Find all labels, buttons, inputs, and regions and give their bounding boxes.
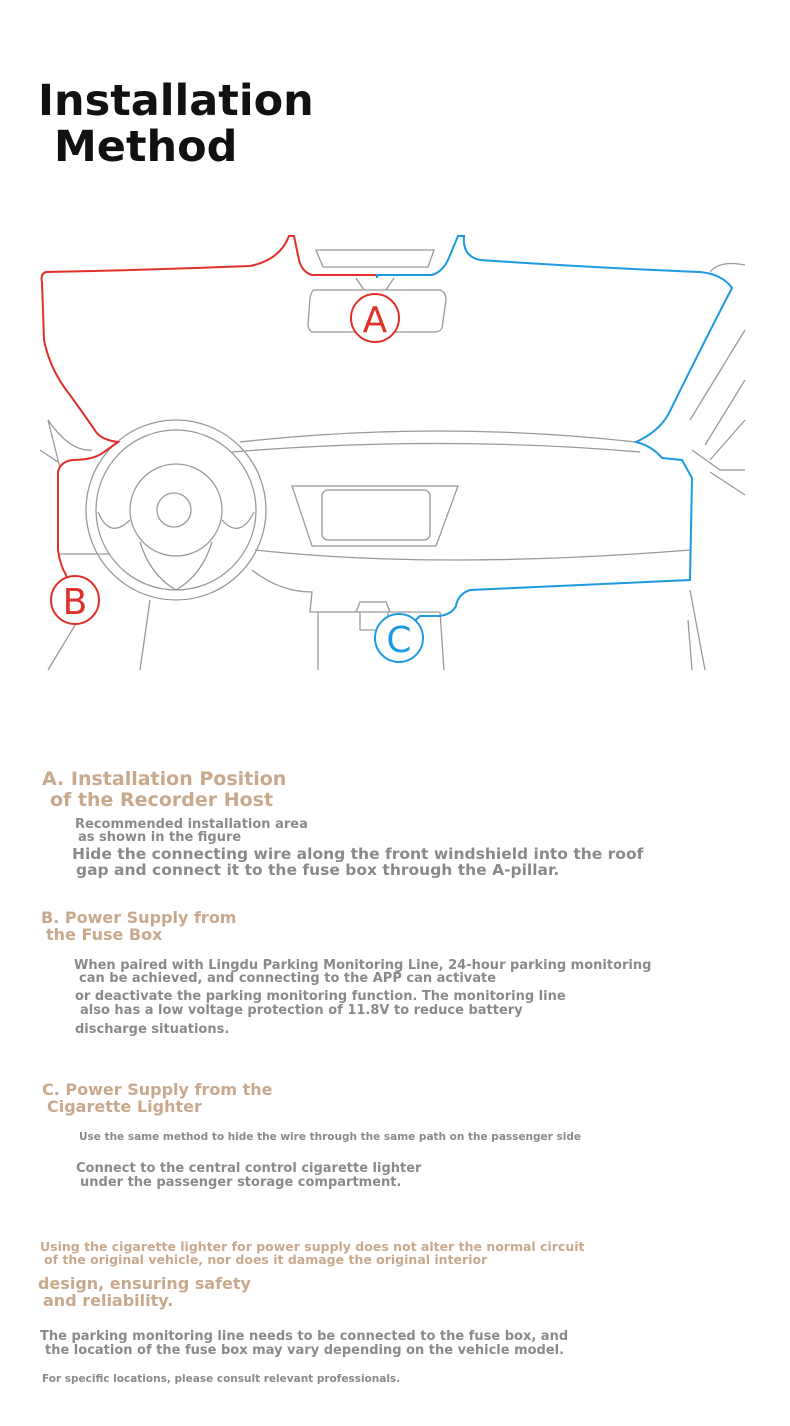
note-line1: Using the cigarette lighter for power su…	[40, 1239, 585, 1254]
installation-diagram: A B C	[39, 235, 746, 671]
label-a-circle	[350, 293, 400, 343]
section-a-heading-line2: of the Recorder Host	[50, 789, 274, 811]
footer-line1: The parking monitoring line needs to be …	[40, 1329, 569, 1344]
label-b: B	[63, 582, 88, 623]
red-wire	[40, 235, 378, 589]
label-a: A	[363, 300, 388, 341]
section-a-text2-line2: gap and connect it to the fuse box throu…	[76, 861, 560, 879]
section-a-text1-line2: as shown in the figure	[78, 830, 242, 845]
note-line2: of the original vehicle, nor does it dam…	[44, 1252, 488, 1267]
car-interior-outline	[39, 249, 746, 671]
section-b-text1-line2: can be achieved, and connecting to the A…	[79, 971, 497, 986]
label-b-circle	[50, 575, 100, 625]
section-b-text1-line1: When paired with Lingdu Parking Monitori…	[74, 958, 652, 973]
footer-line2: the location of the fuse box may vary de…	[45, 1343, 565, 1358]
section-b-text3: discharge situations.	[75, 1022, 230, 1037]
section-c-text2-line1: Connect to the central control cigarette…	[76, 1161, 422, 1176]
label-c-circle	[374, 613, 424, 663]
section-a-heading-line1: A. Installation Position	[42, 768, 287, 790]
label-c: C	[386, 620, 411, 661]
section-a-text1-line1: Recommended installation area	[75, 817, 308, 832]
section-c-text1: Use the same method to hide the wire thr…	[79, 1131, 581, 1143]
section-c-heading-line1: C. Power Supply from the	[42, 1080, 273, 1099]
section-b-text2-line1: or deactivate the parking monitoring fun…	[75, 989, 566, 1004]
section-a-text2-line1: Hide the connecting wire along the front…	[72, 845, 644, 863]
section-b-text2-line2: also has a low voltage protection of 11.…	[80, 1003, 523, 1018]
footer-line3: For specific locations, please consult r…	[42, 1373, 401, 1385]
blue-wire	[376, 235, 734, 631]
section-b-heading-line1: B. Power Supply from	[41, 908, 237, 927]
page-title-line2: Method	[54, 122, 238, 172]
section-c-heading-line2: Cigarette Lighter	[47, 1097, 202, 1116]
section-c-text2-line2: under the passenger storage compartment.	[80, 1175, 402, 1190]
page-title-line1: Installation	[38, 76, 314, 126]
note-line3: design, ensuring safety	[38, 1274, 251, 1293]
note-line4: and reliability.	[43, 1291, 174, 1310]
section-b-heading-line2: the Fuse Box	[46, 925, 163, 944]
